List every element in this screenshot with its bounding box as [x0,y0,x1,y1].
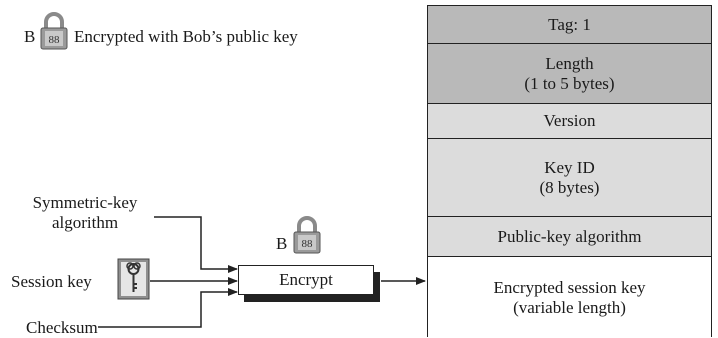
encrypt-box: Encrypt [238,265,374,295]
legend-padlock-icon: 88 [40,12,68,50]
field-pk-algorithm: Public-key algorithm [428,217,711,257]
field-key-id-line1: Key ID [544,157,595,177]
symmetric-key-line1: Symmetric-key [32,193,138,212]
field-tag: Tag: 1 [428,6,711,44]
field-version: Version [428,104,711,139]
field-encrypted-session-key-line2: (variable length) [513,297,626,317]
field-version-label: Version [543,111,596,130]
legend-text: Encrypted with Bob’s public key [74,27,298,46]
field-key-id: Key ID (8 bytes) [428,139,711,217]
encrypt-lock-letter: B [276,234,288,253]
field-encrypted-session-key: Encrypted session key (variable length) [428,257,711,338]
session-key-label: Session key [11,272,92,291]
field-length-line1: Length [545,53,594,73]
svg-text:88: 88 [302,238,314,250]
field-tag-label: Tag: 1 [548,14,591,34]
field-length: Length (1 to 5 bytes) [428,44,711,104]
legend-lock-letter: B [24,27,36,46]
svg-text:88: 88 [49,34,61,46]
key-icon [117,258,150,300]
session-key-packet: Tag: 1 Length (1 to 5 bytes) Version Key… [427,5,712,338]
field-key-id-line2: (8 bytes) [539,177,600,197]
symmetric-key-line2: algorithm [51,213,119,232]
field-pk-algorithm-label: Public-key algorithm [497,226,642,246]
symmetric-key-label: Symmetric-key algorithm [10,193,160,233]
encrypt-label: Encrypt [279,270,333,289]
encrypt-padlock-icon: 88 [293,216,321,254]
checksum-label: Checksum [26,318,98,337]
checksum-connector [98,288,238,328]
symmetric-key-connector [154,216,238,273]
field-length-line2: (1 to 5 bytes) [524,73,615,93]
field-encrypted-session-key-line1: Encrypted session key [493,277,646,297]
